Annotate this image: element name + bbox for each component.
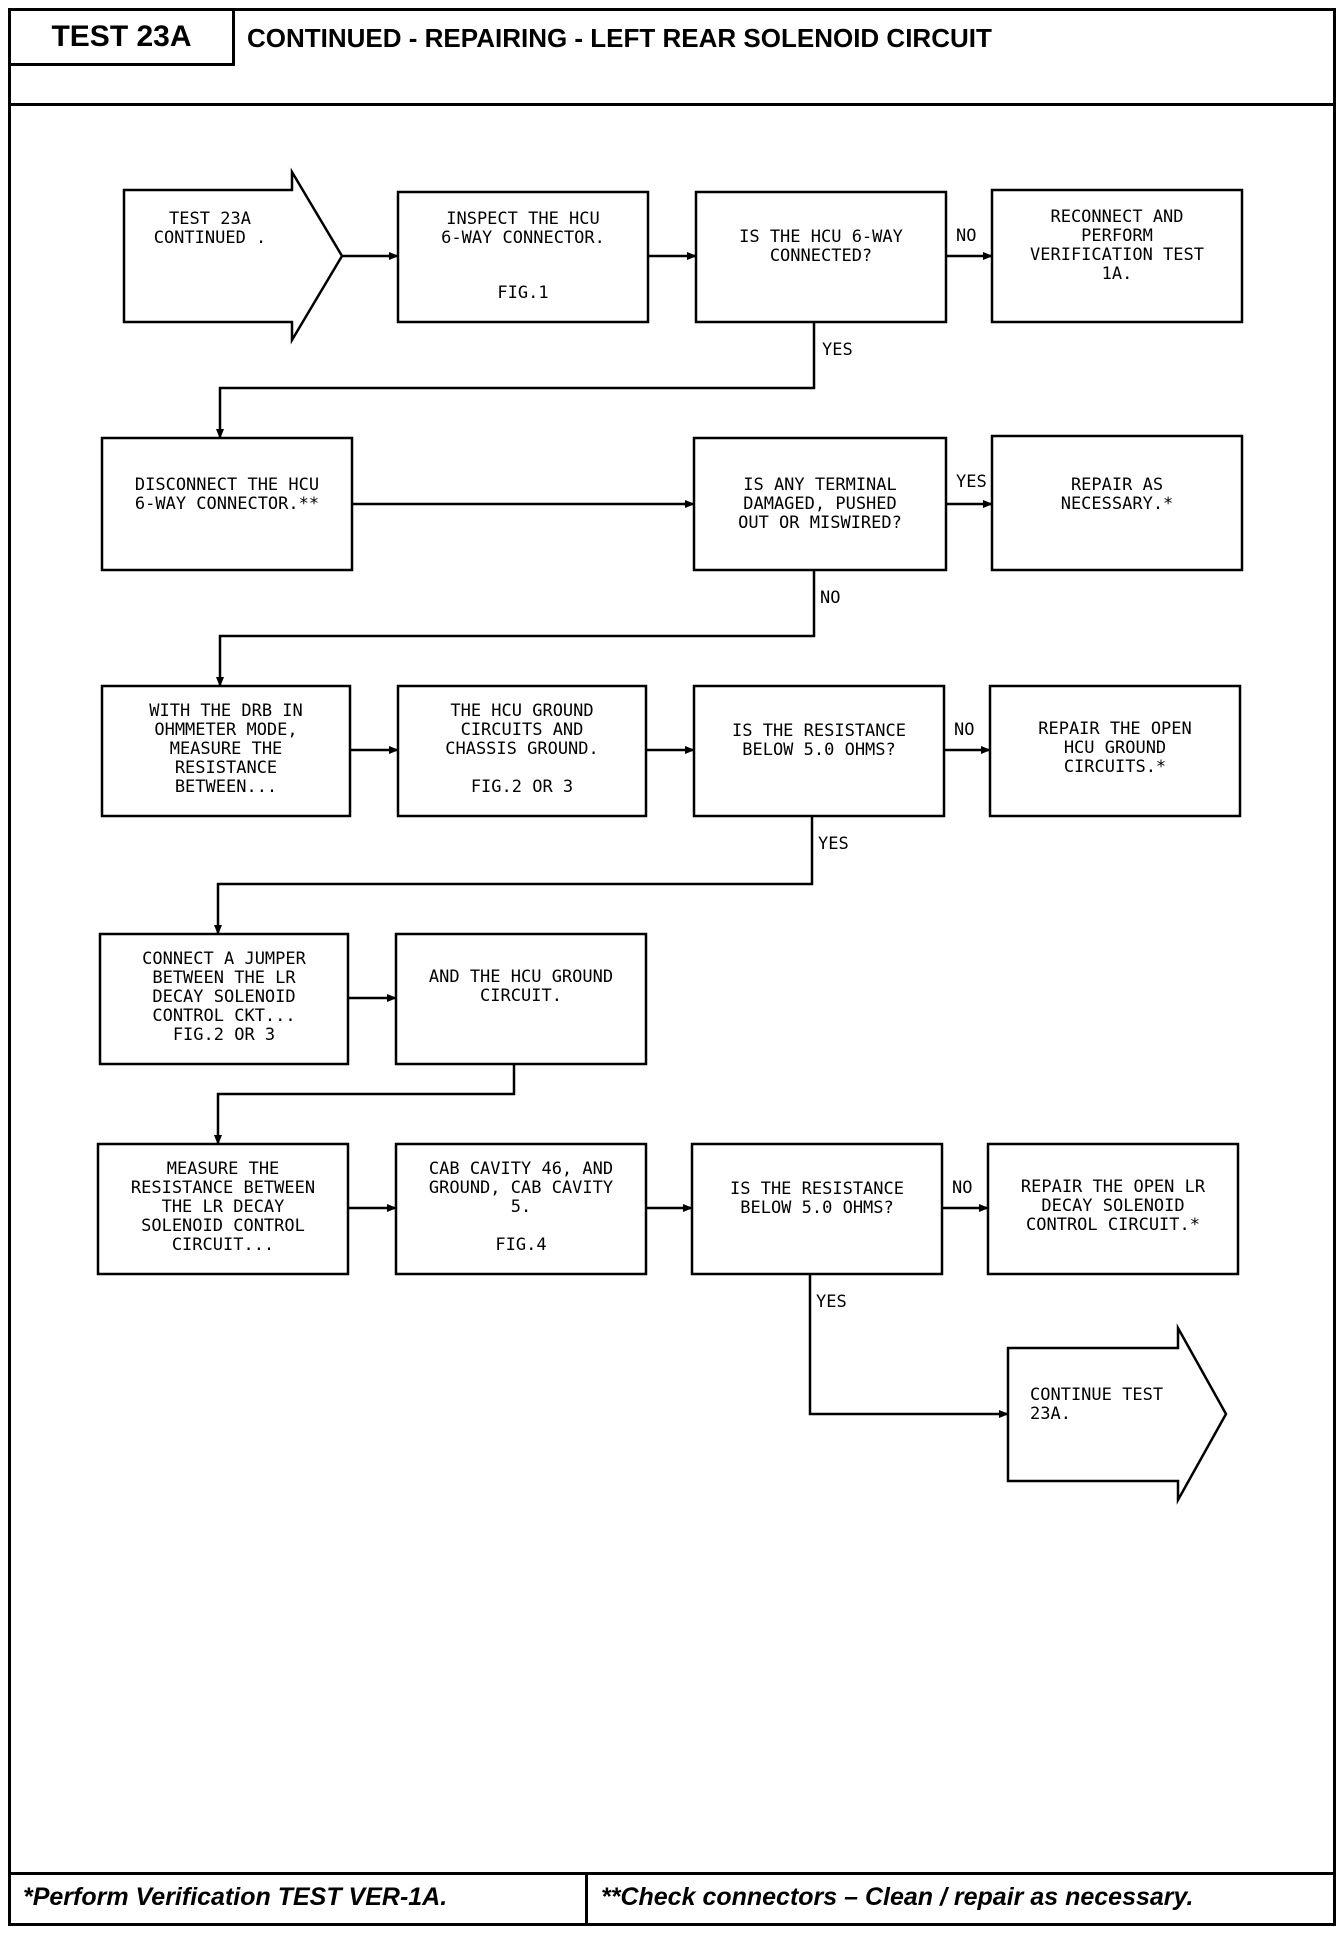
inspect-label: INSPECT THE HCU 6-WAY CONNECTOR. <box>441 209 605 248</box>
hcu-ground-label: THE HCU GROUND CIRCUITS AND CHASSIS GROU… <box>445 701 599 759</box>
edge-q1-disconnect <box>216 322 816 439</box>
jumper-label: CONNECT A JUMPER BETWEEN THE LR DECAY SO… <box>142 949 306 1045</box>
edge-q2-withdrb <box>216 570 816 687</box>
footer: *Perform Verification TEST VER-1A. **Che… <box>11 1872 1333 1923</box>
footer-note-left: *Perform Verification TEST VER-1A. <box>23 1883 448 1911</box>
page-title: CONTINUED - REPAIRING - LEFT REAR SOLENO… <box>247 23 992 53</box>
hcu-ground-fig-label: FIG.2 OR 3 <box>470 777 574 797</box>
page-frame: TEST 23A CONTINUED - REPAIRING - LEFT RE… <box>8 8 1336 1926</box>
q-connected-label: IS THE HCU 6-WAY CONNECTED? <box>739 227 903 266</box>
edge-label-no-1: NO <box>956 226 977 246</box>
repair-nec-label: REPAIR AS NECESSARY.* <box>1060 475 1174 514</box>
edge-q3-jumper <box>214 816 814 935</box>
q-res2-label: IS THE RESISTANCE BELOW 5.0 OHMS? <box>730 1179 904 1218</box>
continue-arrow-shape <box>1006 1323 1228 1505</box>
cab-cavity-label: CAB CAVITY 46, AND GROUND, CAB CAVITY 5. <box>428 1159 614 1217</box>
edge-label-no-3: NO <box>954 720 975 740</box>
inspect-fig-label: FIG.1 <box>497 283 549 303</box>
edge-andhcu-measure <box>214 1064 516 1145</box>
edge-label-yes-4: YES <box>816 1292 847 1312</box>
edge-label-yes-3: YES <box>818 834 849 854</box>
edge-label-no-2: NO <box>820 588 841 608</box>
repair-open-lr-label: REPAIR THE OPEN LR DECAY SOLENOID CONTRO… <box>1020 1177 1206 1235</box>
with-drb-label: WITH THE DRB IN OHMMETER MODE, MEASURE T… <box>149 701 303 797</box>
disconnect-label: DISCONNECT THE HCU 6-WAY CONNECTOR.** <box>134 475 320 514</box>
reconnect-label: RECONNECT AND PERFORM VERIFICATION TEST … <box>1030 207 1204 284</box>
footer-divider <box>585 1875 588 1923</box>
test-id-box: TEST 23A <box>11 11 235 66</box>
q-res1-label: IS THE RESISTANCE BELOW 5.0 OHMS? <box>732 721 906 760</box>
edge-q4-continue <box>808 1274 1009 1418</box>
repair-open-hcu-label: REPAIR THE OPEN HCU GROUND CIRCUITS.* <box>1038 719 1192 777</box>
q-terminal-label: IS ANY TERMINAL DAMAGED, PUSHED OUT OR M… <box>738 475 902 533</box>
measure-label: MEASURE THE RESISTANCE BETWEEN THE LR DE… <box>130 1159 316 1255</box>
and-hcu-label: AND THE HCU GROUND CIRCUIT. <box>428 967 614 1006</box>
start-arrow-shape <box>122 167 344 345</box>
footer-note-right: **Check connectors – Clean / repair as n… <box>601 1883 1194 1911</box>
start-label: TEST 23A CONTINUED . <box>153 209 267 248</box>
edge-label-yes-2: YES <box>956 472 987 492</box>
cab-fig-label: FIG.4 <box>495 1235 547 1255</box>
edge-label-yes-1: YES <box>822 340 853 360</box>
continue-label: CONTINUE TEST 23A. <box>1030 1385 1164 1424</box>
header-divider <box>11 103 1333 106</box>
edge-label-no-4: NO <box>952 1178 973 1198</box>
